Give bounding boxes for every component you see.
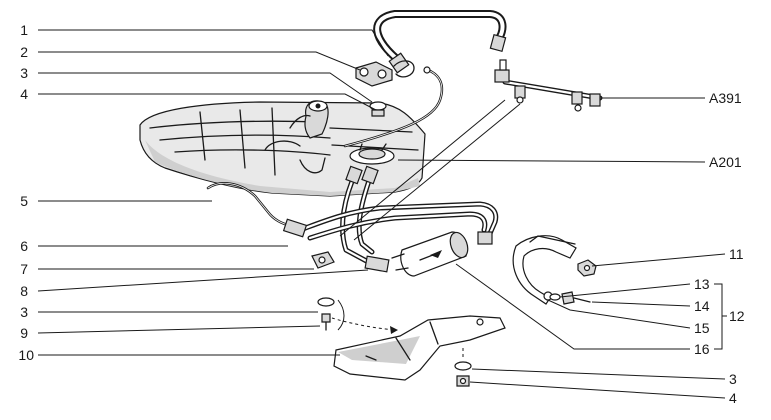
callout-8: 8 [20,283,28,299]
callout-4: 4 [20,86,28,102]
callout-16: 16 [694,341,710,357]
fuel-pipes [206,165,499,273]
callout-11: 11 [729,246,744,262]
vent-line [343,66,444,148]
callout-A391: A391 [709,90,742,106]
fuel-tank [139,100,426,197]
callout-5: 5 [20,193,28,209]
callout-15: 15 [694,320,710,336]
fuel-filter [391,231,469,277]
rubber-grommet [311,251,335,269]
bracket-nut [577,259,597,277]
callout-14: 14 [694,298,710,314]
callout-3-right: 3 [729,371,737,387]
plate-bolt [317,297,398,334]
plate-nut [454,348,472,387]
filter-guard-plate [333,315,506,381]
callout-6: 6 [20,238,28,254]
fuel-filler-hose [373,10,507,74]
callout-A201: A201 [709,154,742,170]
callout-3-lower: 3 [20,304,28,320]
fuel-rail-A391 [494,59,603,112]
mounting-clamp [355,60,415,87]
callout-13: 13 [694,276,710,292]
callout-12: 12 [729,308,745,324]
callout-3: 3 [20,65,28,81]
callout-4-right: 4 [729,390,737,406]
callout-1: 1 [20,22,28,38]
callout-10: 10 [18,347,34,363]
callout-9: 9 [20,325,28,341]
callout-2: 2 [20,44,28,60]
leader-lines [37,29,727,399]
bolt-and-washer [549,291,591,305]
washer-and-nut [369,101,387,117]
callout-7: 7 [20,261,28,277]
